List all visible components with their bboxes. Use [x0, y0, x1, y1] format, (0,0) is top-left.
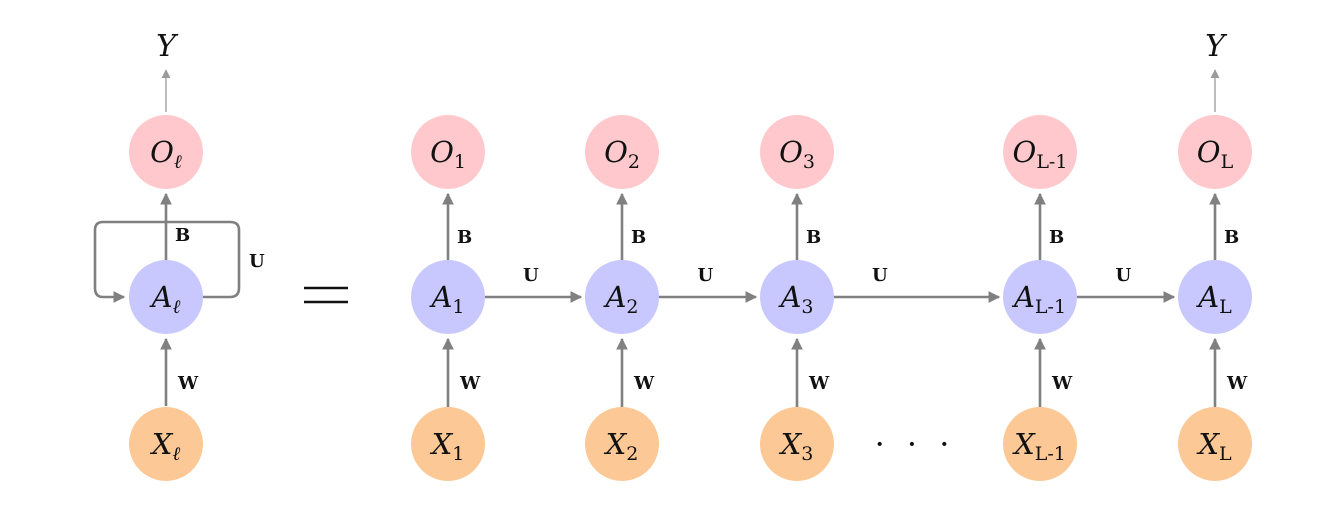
hidden-text-4: AL-1	[1011, 280, 1066, 318]
hidden-text-2: A2	[602, 280, 638, 318]
folded-hidden-node	[129, 260, 203, 334]
w-label-3: W	[808, 373, 830, 394]
folded-output-node	[129, 115, 203, 189]
input-text-2: X2	[604, 427, 639, 465]
output-text-4: OL-1	[1013, 135, 1068, 173]
u-label-2: U	[698, 265, 714, 286]
b-label-2: B	[631, 227, 646, 248]
folded-w-label: W	[177, 373, 199, 394]
folded-input-text: Xℓ	[150, 427, 181, 465]
u-label-4: U	[1116, 265, 1132, 286]
output-text-3: O3	[779, 135, 815, 173]
hidden-node-2	[585, 260, 659, 334]
input-node-3	[760, 407, 834, 481]
u-label-1: U	[523, 265, 539, 286]
unrolled-output-label: Y	[1205, 29, 1228, 64]
output-node-2	[585, 115, 659, 189]
input-text-3: X3	[779, 427, 814, 465]
folded-output-text: Oℓ	[150, 135, 182, 173]
folded-input-node	[129, 407, 203, 481]
hidden-text-5: AL	[1195, 280, 1232, 318]
hidden-text-3: A3	[777, 280, 813, 318]
b-label-1: B	[457, 227, 472, 248]
folded-hidden-text: Aℓ	[149, 280, 181, 318]
ellipsis: · · ·	[875, 425, 956, 463]
b-label-4: B	[1049, 227, 1064, 248]
input-node-4	[1003, 407, 1077, 481]
b-label-5: B	[1224, 227, 1239, 248]
folded-loop-right	[166, 220, 241, 299]
unrolled-rnn: O1B A1W X1 U O2B A2W X2 U O3B A3W X3 U OL-1B AL-1W XL-…	[411, 29, 1252, 481]
w-label-1: W	[459, 373, 481, 394]
hidden-node-3	[760, 260, 834, 334]
input-node-5	[1178, 407, 1252, 481]
folded-output-label: Y	[156, 29, 179, 64]
output-text-2: O2	[604, 135, 640, 173]
folded-loop-edge	[93, 220, 166, 303]
input-text-4: XL-1	[1012, 427, 1066, 465]
input-text-5: XL	[1196, 427, 1232, 465]
hidden-text-1: A1	[428, 280, 464, 318]
output-node-5	[1178, 115, 1252, 189]
b-label-3: B	[806, 227, 821, 248]
folded-rnn: Y Oℓ B U Aℓ W Xℓ	[93, 29, 265, 481]
equals-sign	[304, 286, 348, 304]
w-label-2: W	[633, 373, 655, 394]
w-label-4: W	[1051, 373, 1073, 394]
u-label-3: U	[872, 265, 888, 286]
output-node-4	[1003, 115, 1077, 189]
folded-u-label: U	[249, 251, 265, 272]
input-node-1	[411, 407, 485, 481]
input-text-1: X1	[430, 427, 465, 465]
input-node-2	[585, 407, 659, 481]
folded-b-label: B	[175, 225, 190, 246]
output-node-1	[411, 115, 485, 189]
hidden-node-4	[1003, 260, 1077, 334]
hidden-node-1	[411, 260, 485, 334]
output-node-3	[760, 115, 834, 189]
output-text-5: OL	[1197, 135, 1234, 173]
output-text-1: O1	[430, 135, 466, 173]
w-label-5: W	[1226, 373, 1248, 394]
hidden-node-5	[1178, 260, 1252, 334]
